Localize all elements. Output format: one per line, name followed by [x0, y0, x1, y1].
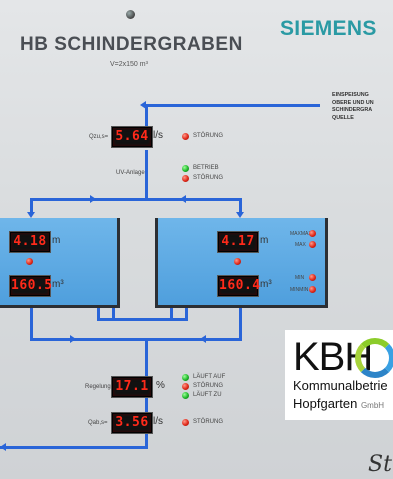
right-level-unit: m: [260, 235, 269, 246]
right-volume-display: 160.4: [218, 276, 260, 296]
kbh-ring-icon: [355, 338, 393, 378]
valve-opening-label: LÄUFT AUF: [193, 374, 226, 380]
valve-fault-led: [182, 383, 189, 390]
inflow-label: Qzu,s=: [89, 134, 109, 140]
panel-title: HB SCHINDERGRABEN: [20, 34, 243, 55]
outflow-fault-led: [182, 419, 189, 426]
kbh-line2-name: Hopfgarten: [293, 396, 358, 411]
left-tank-led: [26, 258, 33, 265]
inflow-display: 5.64: [112, 127, 152, 147]
panel-screw: [126, 10, 135, 19]
maxmax-label: MAXMAX: [290, 231, 312, 237]
uv-running-led: [182, 165, 189, 172]
uv-fault-led: [182, 175, 189, 182]
uv-label: UV-Anlage: [116, 170, 145, 176]
kbh-suffix: GmbH: [360, 401, 385, 410]
inflow-fault-label: STÖRUNG: [193, 133, 223, 139]
siemens-logo: SIEMENS: [280, 17, 377, 40]
valve-closing-label: LÄUFT ZU: [193, 392, 222, 398]
left-level-unit: m: [52, 235, 61, 246]
inflow-fault-led: [182, 133, 189, 140]
maxmax-led: [309, 230, 316, 237]
uv-fault-label: STÖRUNG: [193, 175, 223, 181]
regulation-unit: %: [156, 380, 165, 391]
inflow-info-text: EINSPEISUNG OBERE UND UN SCHINDERGRA QUE…: [332, 92, 374, 121]
outflow-label: Qab,s=: [88, 420, 108, 426]
right-level-display: 4.17: [218, 232, 258, 252]
valve-opening-led: [182, 374, 189, 381]
minmin-label: MINMIN: [290, 287, 309, 293]
right-volume-unit: m³: [260, 279, 272, 290]
max-label: MAX: [295, 242, 306, 248]
left-level-display: 4.18: [10, 232, 50, 252]
panel-subtitle: V=2x150 m³: [110, 61, 148, 68]
outflow-display: 3.56: [112, 413, 152, 433]
right-tank-led: [234, 258, 241, 265]
max-led: [309, 241, 316, 248]
uv-running-label: BETRIEB: [193, 165, 219, 171]
outflow-fault-label: STÖRUNG: [193, 419, 223, 425]
inflow-unit: l/s: [153, 130, 163, 141]
signature: St: [368, 452, 392, 477]
outflow-unit: l/s: [153, 416, 163, 427]
regulation-display: 17.1: [112, 377, 152, 397]
min-led: [309, 274, 316, 281]
kbh-line2: Hopfgarten GmbH: [293, 396, 384, 411]
minmin-led: [309, 286, 316, 293]
left-volume-display: 160.5: [10, 276, 52, 296]
valve-fault-label: STÖRUNG: [193, 383, 223, 389]
min-label: MIN: [295, 275, 305, 281]
kbh-line1: Kommunalbetrie: [293, 378, 388, 393]
regulation-label: Regelung: [85, 384, 111, 390]
left-volume-unit: m³: [52, 279, 64, 290]
valve-closing-led: [182, 392, 189, 399]
